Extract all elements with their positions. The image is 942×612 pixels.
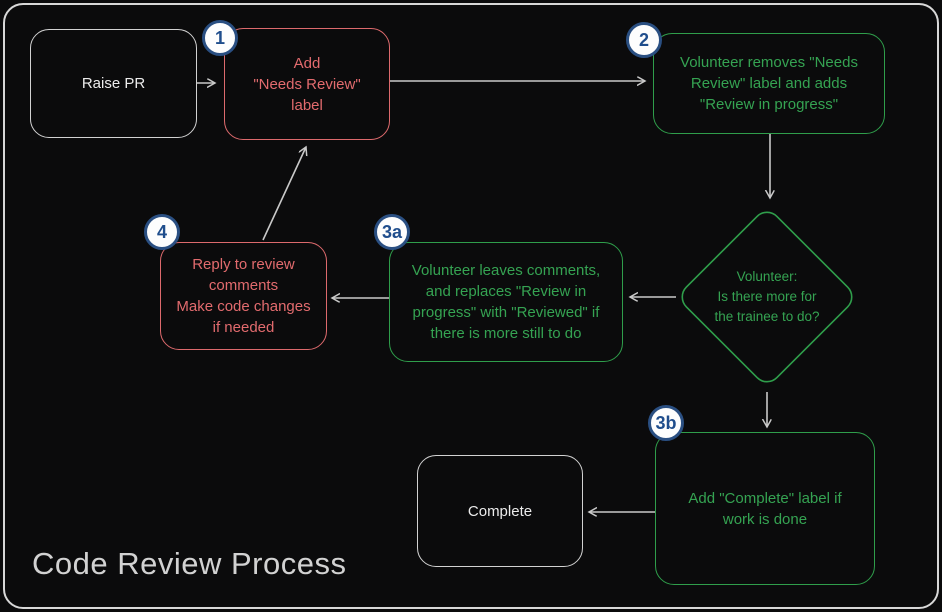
node-reply-to-review-comments: Reply to review comments Make code chang… — [160, 242, 327, 350]
step-badge-1: 1 — [202, 20, 238, 56]
node-add-complete-label: Add "Complete" label if work is done — [655, 432, 875, 585]
node-volunteer-leaves-comments: Volunteer leaves comments, and replaces … — [389, 242, 623, 362]
step-badge-2-text: 2 — [638, 29, 649, 50]
node-complete-label: Complete — [467, 502, 533, 520]
step-badge-3b: 3b — [648, 405, 684, 441]
step-badge-4-text: 4 — [156, 221, 167, 242]
step-badge-4: 4 — [144, 214, 180, 250]
step-badge-3a: 3a — [374, 214, 410, 250]
node-volunteer-removes-label: Volunteer removes "Needs Review" label a… — [653, 33, 885, 134]
node-volunteer-removes-text: Volunteer removes "Needs Review" label a… — [680, 54, 858, 113]
node-add-complete-label-text: Add "Complete" label if work is done — [688, 489, 842, 528]
step-badge-2: 2 — [626, 22, 662, 58]
node-complete: Complete — [417, 455, 583, 567]
step-badge-1-text: 1 — [214, 27, 225, 48]
node-raise-pr-label: Raise PR — [81, 75, 146, 92]
diagram-title: Code Review Process — [32, 546, 347, 581]
arrow-reply-to-addlabel — [262, 147, 306, 241]
decision-diamond — [681, 211, 853, 383]
decision-diamond-label: Volunteer: Is there more for the trainee… — [714, 268, 820, 325]
step-badge-3b-text: 3b — [655, 412, 677, 433]
node-volunteer-leaves-comments-text: Volunteer leaves comments, and replaces … — [411, 262, 601, 342]
step-badge-3a-text: 3a — [381, 221, 403, 242]
node-add-needs-review-label: Add "Needs Review" label — [224, 28, 390, 140]
node-add-needs-review-label-text: Add "Needs Review" label — [253, 54, 361, 114]
node-reply-to-review-comments-text: Reply to review comments Make code chang… — [176, 256, 311, 336]
node-raise-pr: Raise PR — [30, 29, 197, 138]
